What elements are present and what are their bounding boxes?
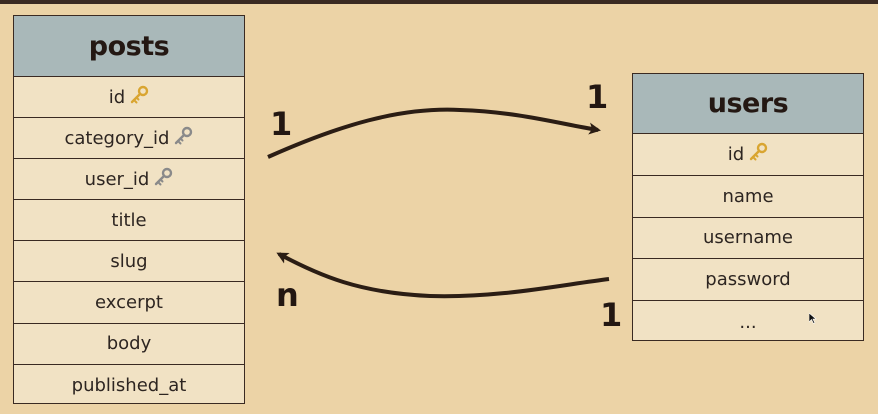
posts-field-row: excerpt xyxy=(14,282,244,324)
posts-field-label: user_id xyxy=(84,168,150,190)
primary-key-icon xyxy=(129,85,149,110)
cardinality-label: 1 xyxy=(600,296,623,334)
posts-field-label: slug xyxy=(110,250,148,272)
users-field-row: username xyxy=(633,218,863,260)
posts-field-row: user_id xyxy=(14,159,244,201)
users-field-row: ... xyxy=(633,301,863,343)
posts-field-label: id xyxy=(108,86,126,108)
foreign-key-icon xyxy=(173,126,193,151)
cardinality-label: 1 xyxy=(586,78,609,116)
users-field-label: username xyxy=(703,227,793,249)
users-field-label: password xyxy=(705,269,791,291)
users-field-row: name xyxy=(633,176,863,218)
users-field-label: name xyxy=(722,185,774,207)
users-table: users id name username password ... xyxy=(632,73,864,341)
arrow-users-to-posts xyxy=(276,252,610,299)
users-field-label: ... xyxy=(739,311,757,333)
posts-field-label: published_at xyxy=(71,374,187,396)
users-field-row: id xyxy=(633,134,863,176)
cardinality-label: n xyxy=(276,276,299,314)
posts-field-label: title xyxy=(111,209,147,231)
posts-field-label: excerpt xyxy=(95,292,163,314)
posts-field-row: category_id xyxy=(14,118,244,160)
posts-field-row: published_at xyxy=(14,365,244,406)
posts-table: posts id category_id user_id title slug … xyxy=(13,15,245,404)
mouse-cursor-icon xyxy=(808,309,817,328)
posts-table-title: posts xyxy=(14,16,244,77)
users-field-label: id xyxy=(727,143,745,165)
foreign-key-icon xyxy=(153,167,173,192)
posts-field-row: id xyxy=(14,77,244,119)
top-border xyxy=(0,0,878,4)
users-field-row: password xyxy=(633,259,863,302)
posts-field-row: title xyxy=(14,200,244,242)
posts-field-label: category_id xyxy=(64,127,170,149)
cardinality-label: 1 xyxy=(270,105,293,143)
primary-key-icon xyxy=(748,142,768,167)
posts-field-row: body xyxy=(14,324,244,365)
arrow-posts-to-users xyxy=(267,107,601,159)
users-table-title: users xyxy=(633,74,863,134)
posts-field-label: body xyxy=(106,333,152,355)
posts-field-row: slug xyxy=(14,241,244,283)
